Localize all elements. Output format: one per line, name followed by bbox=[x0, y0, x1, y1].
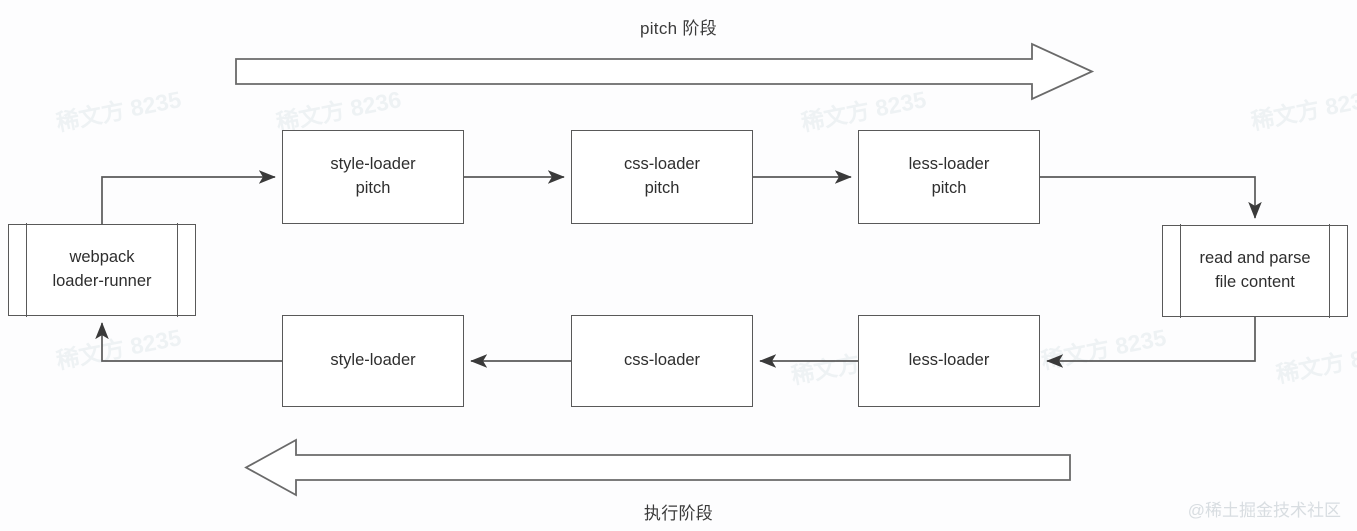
node-label: css-loader pitch bbox=[623, 155, 701, 197]
edge-style-loader-to-webpack bbox=[95, 322, 282, 362]
node-label: webpack loader-runner bbox=[52, 248, 152, 290]
node-label: less-loader pitch bbox=[908, 155, 990, 197]
execute-phase-title: 执行阶段 bbox=[643, 504, 714, 523]
brand-watermark: @稀土掘金技术社区 bbox=[1187, 501, 1341, 520]
node-css-loader[interactable]: css-loader bbox=[571, 315, 753, 407]
node-label: less-loader bbox=[908, 351, 990, 370]
node-less-loader-pitch[interactable]: less-loader pitch bbox=[858, 130, 1040, 224]
node-less-loader[interactable]: less-loader bbox=[858, 315, 1040, 407]
pitch-phase-title: pitch 阶段 bbox=[639, 19, 718, 38]
edge-less-pitch-to-read-parse bbox=[1040, 176, 1262, 219]
node-label: read and parse file content bbox=[1199, 249, 1311, 291]
edge-read-parse-to-less-loader bbox=[1046, 317, 1256, 368]
execute-phase-banner-arrow bbox=[244, 438, 1071, 497]
pitch-phase-banner-arrow bbox=[235, 42, 1095, 101]
node-style-loader-pitch[interactable]: style-loader pitch bbox=[282, 130, 464, 224]
node-css-loader-pitch[interactable]: css-loader pitch bbox=[571, 130, 753, 224]
edge-group bbox=[95, 170, 1262, 368]
node-label: style-loader bbox=[330, 351, 416, 370]
node-label: css-loader bbox=[623, 351, 701, 370]
node-webpack-loader-runner[interactable]: webpack loader-runner bbox=[8, 223, 196, 317]
node-read-and-parse[interactable]: read and parse file content bbox=[1162, 224, 1348, 318]
node-style-loader[interactable]: style-loader bbox=[282, 315, 464, 407]
node-label: style-loader pitch bbox=[330, 155, 416, 197]
edge-webpack-to-style-loader-pitch bbox=[101, 170, 276, 224]
